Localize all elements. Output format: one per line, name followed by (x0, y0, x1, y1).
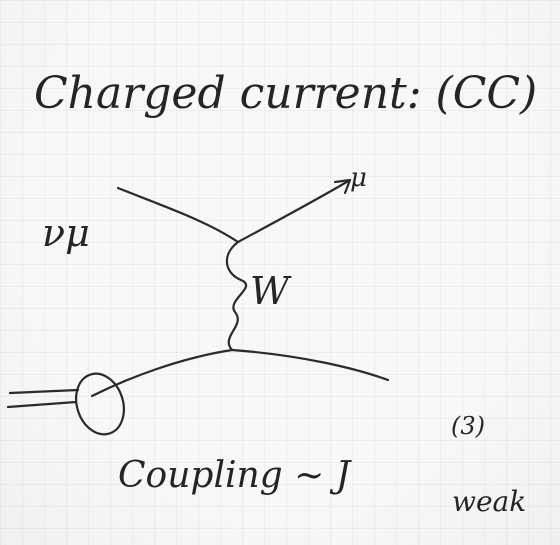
target-line-1 (8, 388, 80, 395)
target-line-2 (6, 400, 78, 409)
w-boson-propagator (225, 240, 248, 352)
outgoing-muon-line (236, 178, 352, 244)
neutrino-label: νμ (42, 211, 90, 255)
subscript-label: weak (452, 485, 526, 518)
incoming-neutrino-line (116, 186, 240, 244)
w-label: W (250, 269, 292, 313)
coupling-label: Coupling ~ J (118, 455, 353, 496)
target-blob (75, 372, 125, 436)
muon-label: μ (350, 163, 367, 193)
title-text: Charged current: (CC) (34, 68, 537, 119)
superscript-label: (3) (451, 412, 485, 440)
muon-arrowhead (333, 178, 352, 195)
outgoing-lower-line (230, 348, 390, 382)
incoming-lower-line (90, 348, 234, 398)
